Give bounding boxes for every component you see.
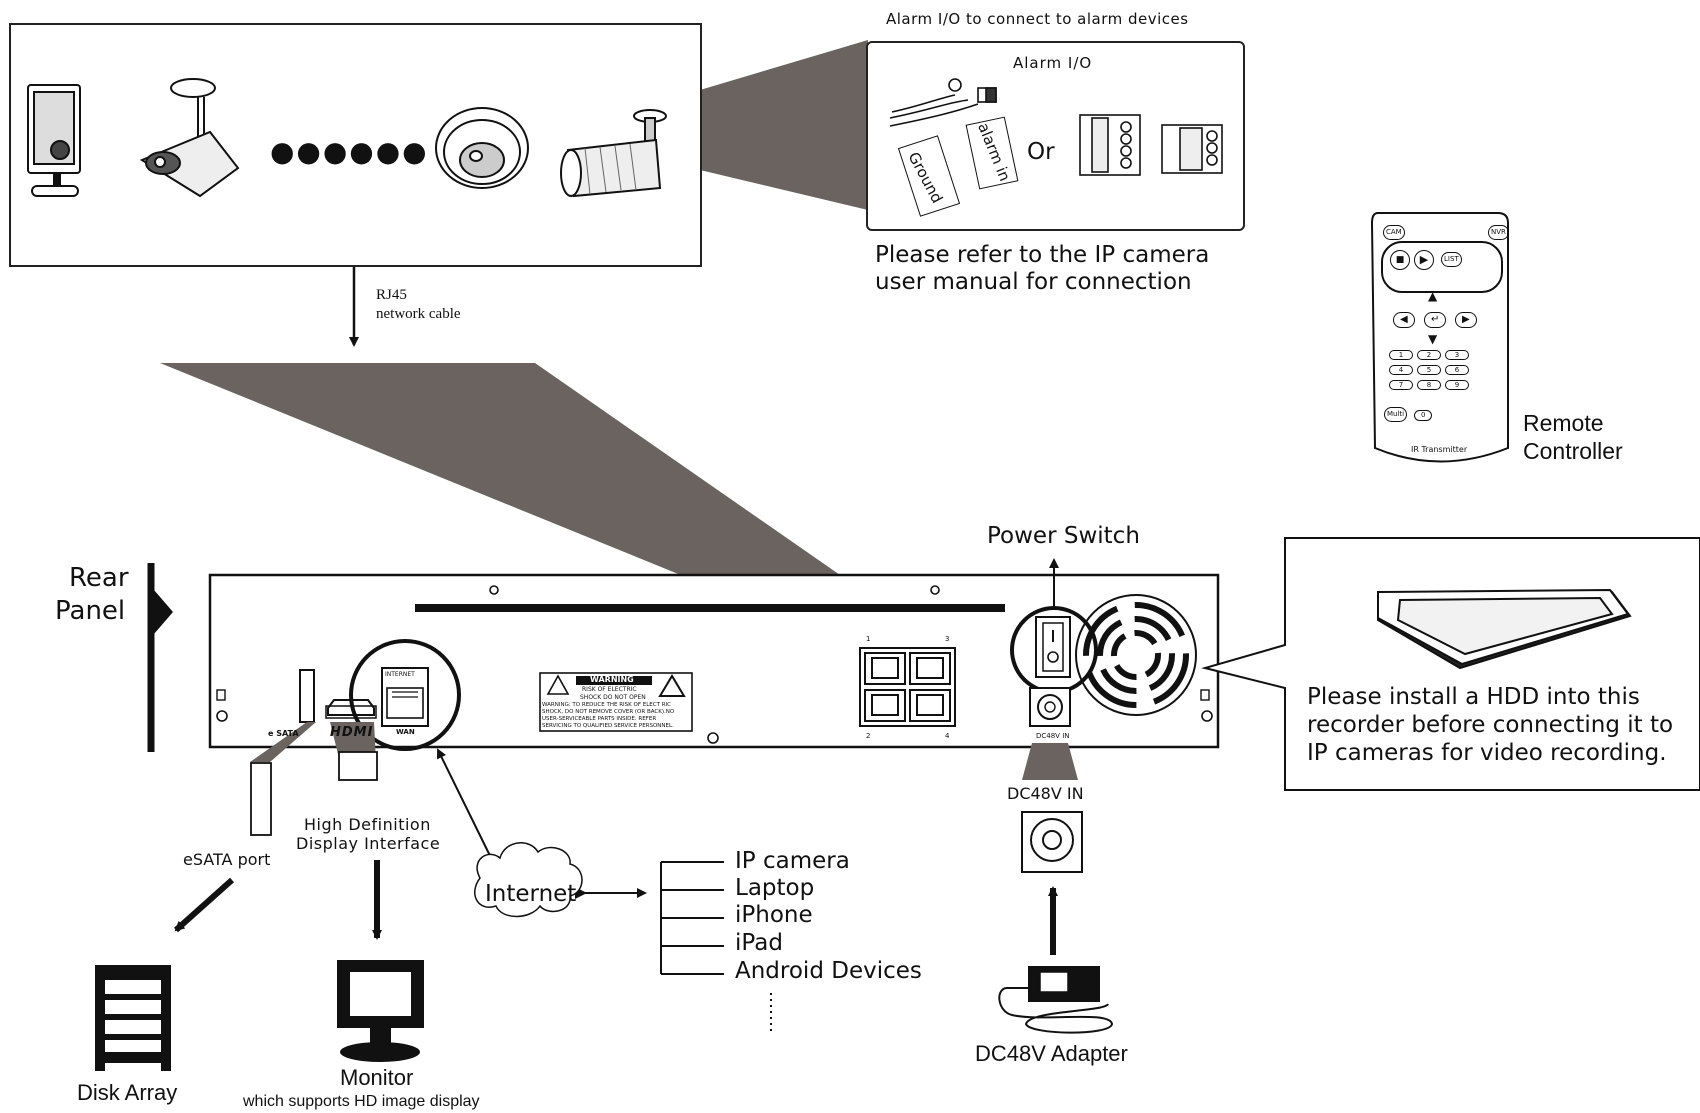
- alarm-terminal-block-2: [1161, 124, 1223, 174]
- esata-port-label: e SATA: [268, 729, 299, 738]
- device-android: Android Devices: [735, 958, 922, 984]
- esata-projection: [250, 722, 316, 762]
- remote-up-icon: ▲: [1428, 289, 1438, 303]
- panel-dc-label: DC48V IN: [1036, 732, 1070, 740]
- dc-projection: [1022, 743, 1078, 780]
- warning-sub2: SHOCK DO NOT OPEN: [580, 694, 646, 701]
- remote-digit-1: 1: [1389, 350, 1413, 360]
- esata-cable: [250, 762, 272, 836]
- monitor-label: Monitor: [340, 1065, 414, 1090]
- dc-adapter-icon: [998, 966, 1114, 1034]
- rear-panel-label-line2: Panel: [55, 596, 126, 626]
- device-ip-camera: IP camera: [735, 848, 850, 874]
- warning-text1: WARNING: TO REDUCE THE RISK OF ELECT RIC: [542, 702, 671, 708]
- device-ipad: iPad: [735, 930, 783, 956]
- remote-digit-9: 9: [1445, 380, 1469, 390]
- hdmi-logo: HDMI: [330, 725, 374, 740]
- device-iphone: iPhone: [735, 902, 813, 928]
- poe-port-number-2: 2: [866, 732, 871, 740]
- alarm-or-label: Or: [1027, 139, 1055, 165]
- hdmi-cable: [338, 751, 378, 781]
- remote-digit-3: 3: [1445, 350, 1469, 360]
- remote-label-line1: Remote: [1523, 410, 1604, 436]
- warning-text4: SERVICING TO QUALIFIED SERVICE PERSONNEL…: [542, 723, 674, 729]
- alarm-note-line1: Please refer to the IP camera: [875, 242, 1210, 268]
- esata-port: [299, 669, 315, 723]
- monitor-icon: [337, 960, 424, 1062]
- remote-stop-icon: ■: [1390, 250, 1410, 270]
- remote-btn-multi: Multi: [1384, 407, 1408, 422]
- hdd-note-line2: recorder before connecting it to: [1307, 712, 1674, 738]
- internet-arrow: [437, 748, 498, 871]
- remote-digit-grid: 1 2 3 4 5 6 7 8 9: [1389, 350, 1469, 390]
- remote-btn-nvr: NVR: [1488, 225, 1509, 240]
- remote-digit-0: 0: [1414, 410, 1433, 421]
- rj45-label-line1: RJ45: [376, 287, 407, 303]
- alarm-io-box: [866, 41, 1245, 231]
- alarm-cable-drawing: [889, 78, 997, 127]
- cooling-fan: [1075, 594, 1197, 716]
- remote-play-icon: ▶: [1414, 250, 1434, 270]
- hdmi-desc-line2: Display Interface: [296, 834, 441, 853]
- alarm-caption: Alarm I/O to connect to alarm devices: [886, 10, 1189, 28]
- dc-in-label: DC48V IN: [1007, 784, 1084, 803]
- monitor-sublabel: which supports HD image display: [243, 1093, 480, 1110]
- internet-label: Internet: [485, 881, 577, 907]
- poe-port-number-1: 1: [866, 635, 871, 643]
- poe-port-number-4: 4: [945, 732, 950, 740]
- ip-camera-group-box: [9, 23, 702, 267]
- remote-btn-cam: CAM: [1383, 225, 1405, 240]
- remote-right-icon: ▶: [1455, 312, 1477, 328]
- rj45-label-line2: network cable: [376, 306, 461, 322]
- remote-digit-6: 6: [1445, 365, 1469, 375]
- remote-btn-list: LIST: [1441, 252, 1462, 267]
- hdmi-desc-line1: High Definition: [304, 815, 431, 834]
- poe-ports: [859, 647, 956, 727]
- remote-digit-2: 2: [1417, 350, 1441, 360]
- device-list-bracket: [660, 861, 724, 975]
- ip-camera-cube: [27, 84, 81, 197]
- disk-array-icon: [95, 965, 171, 1071]
- warning-text3: USER-SERVICEABLE PARTS INSIDE. REFER: [542, 716, 657, 722]
- remote-controller: [1370, 212, 1509, 463]
- esata-arrow: [174, 877, 234, 933]
- poe-port-number-3: 3: [945, 635, 950, 643]
- hdd-note-line1: Please install a HDD into this: [1307, 684, 1640, 710]
- remote-digit-4: 4: [1389, 365, 1413, 375]
- wan-port-label: WAN: [396, 728, 415, 736]
- ip-camera-dots: ●●●●●●: [270, 135, 429, 168]
- internet-port-label: INTERNET: [385, 671, 415, 678]
- hdd-drawing: [1377, 588, 1632, 670]
- ip-camera-ceiling: [139, 78, 240, 198]
- remote-digit-5: 5: [1417, 365, 1441, 375]
- wan-highlight-circle: [349, 639, 461, 751]
- remote-ir-text: IR Transmitter: [1411, 445, 1468, 454]
- disk-array-label: Disk Array: [77, 1080, 178, 1105]
- alarm-note-line2: user manual for connection: [875, 269, 1192, 295]
- power-switch-label: Power Switch: [987, 523, 1140, 549]
- hdd-note-line3: IP cameras for video recording.: [1307, 740, 1667, 766]
- rear-panel-label-line1: Rear: [69, 563, 129, 593]
- ip-camera-bullet: [560, 109, 667, 198]
- remote-enter-icon: ↵: [1424, 312, 1447, 328]
- remote-digit-7: 7: [1389, 380, 1413, 390]
- remote-left-icon: ◀: [1393, 312, 1415, 328]
- esata-label: eSATA port: [183, 850, 271, 869]
- warning-sub1: RISK OF ELECTRIC: [582, 686, 637, 693]
- alarm-projection: [700, 40, 868, 210]
- warning-text2: SHOCK, DO NOT REMOVE COVER (OR BACK).NO: [542, 709, 675, 715]
- adapter-label: DC48V Adapter: [975, 1041, 1128, 1066]
- device-laptop: Laptop: [735, 875, 815, 901]
- remote-label-line2: Controller: [1523, 438, 1623, 464]
- ip-camera-dome: [435, 107, 529, 189]
- remote-digit-8: 8: [1417, 380, 1441, 390]
- alarm-box-title: Alarm I/O: [1013, 54, 1093, 72]
- internet-cloud-icon: [474, 842, 583, 918]
- remote-down-icon: ▼: [1428, 332, 1438, 346]
- warning-title: WARNING: [590, 675, 634, 684]
- alarm-terminal-block-1: [1079, 114, 1141, 176]
